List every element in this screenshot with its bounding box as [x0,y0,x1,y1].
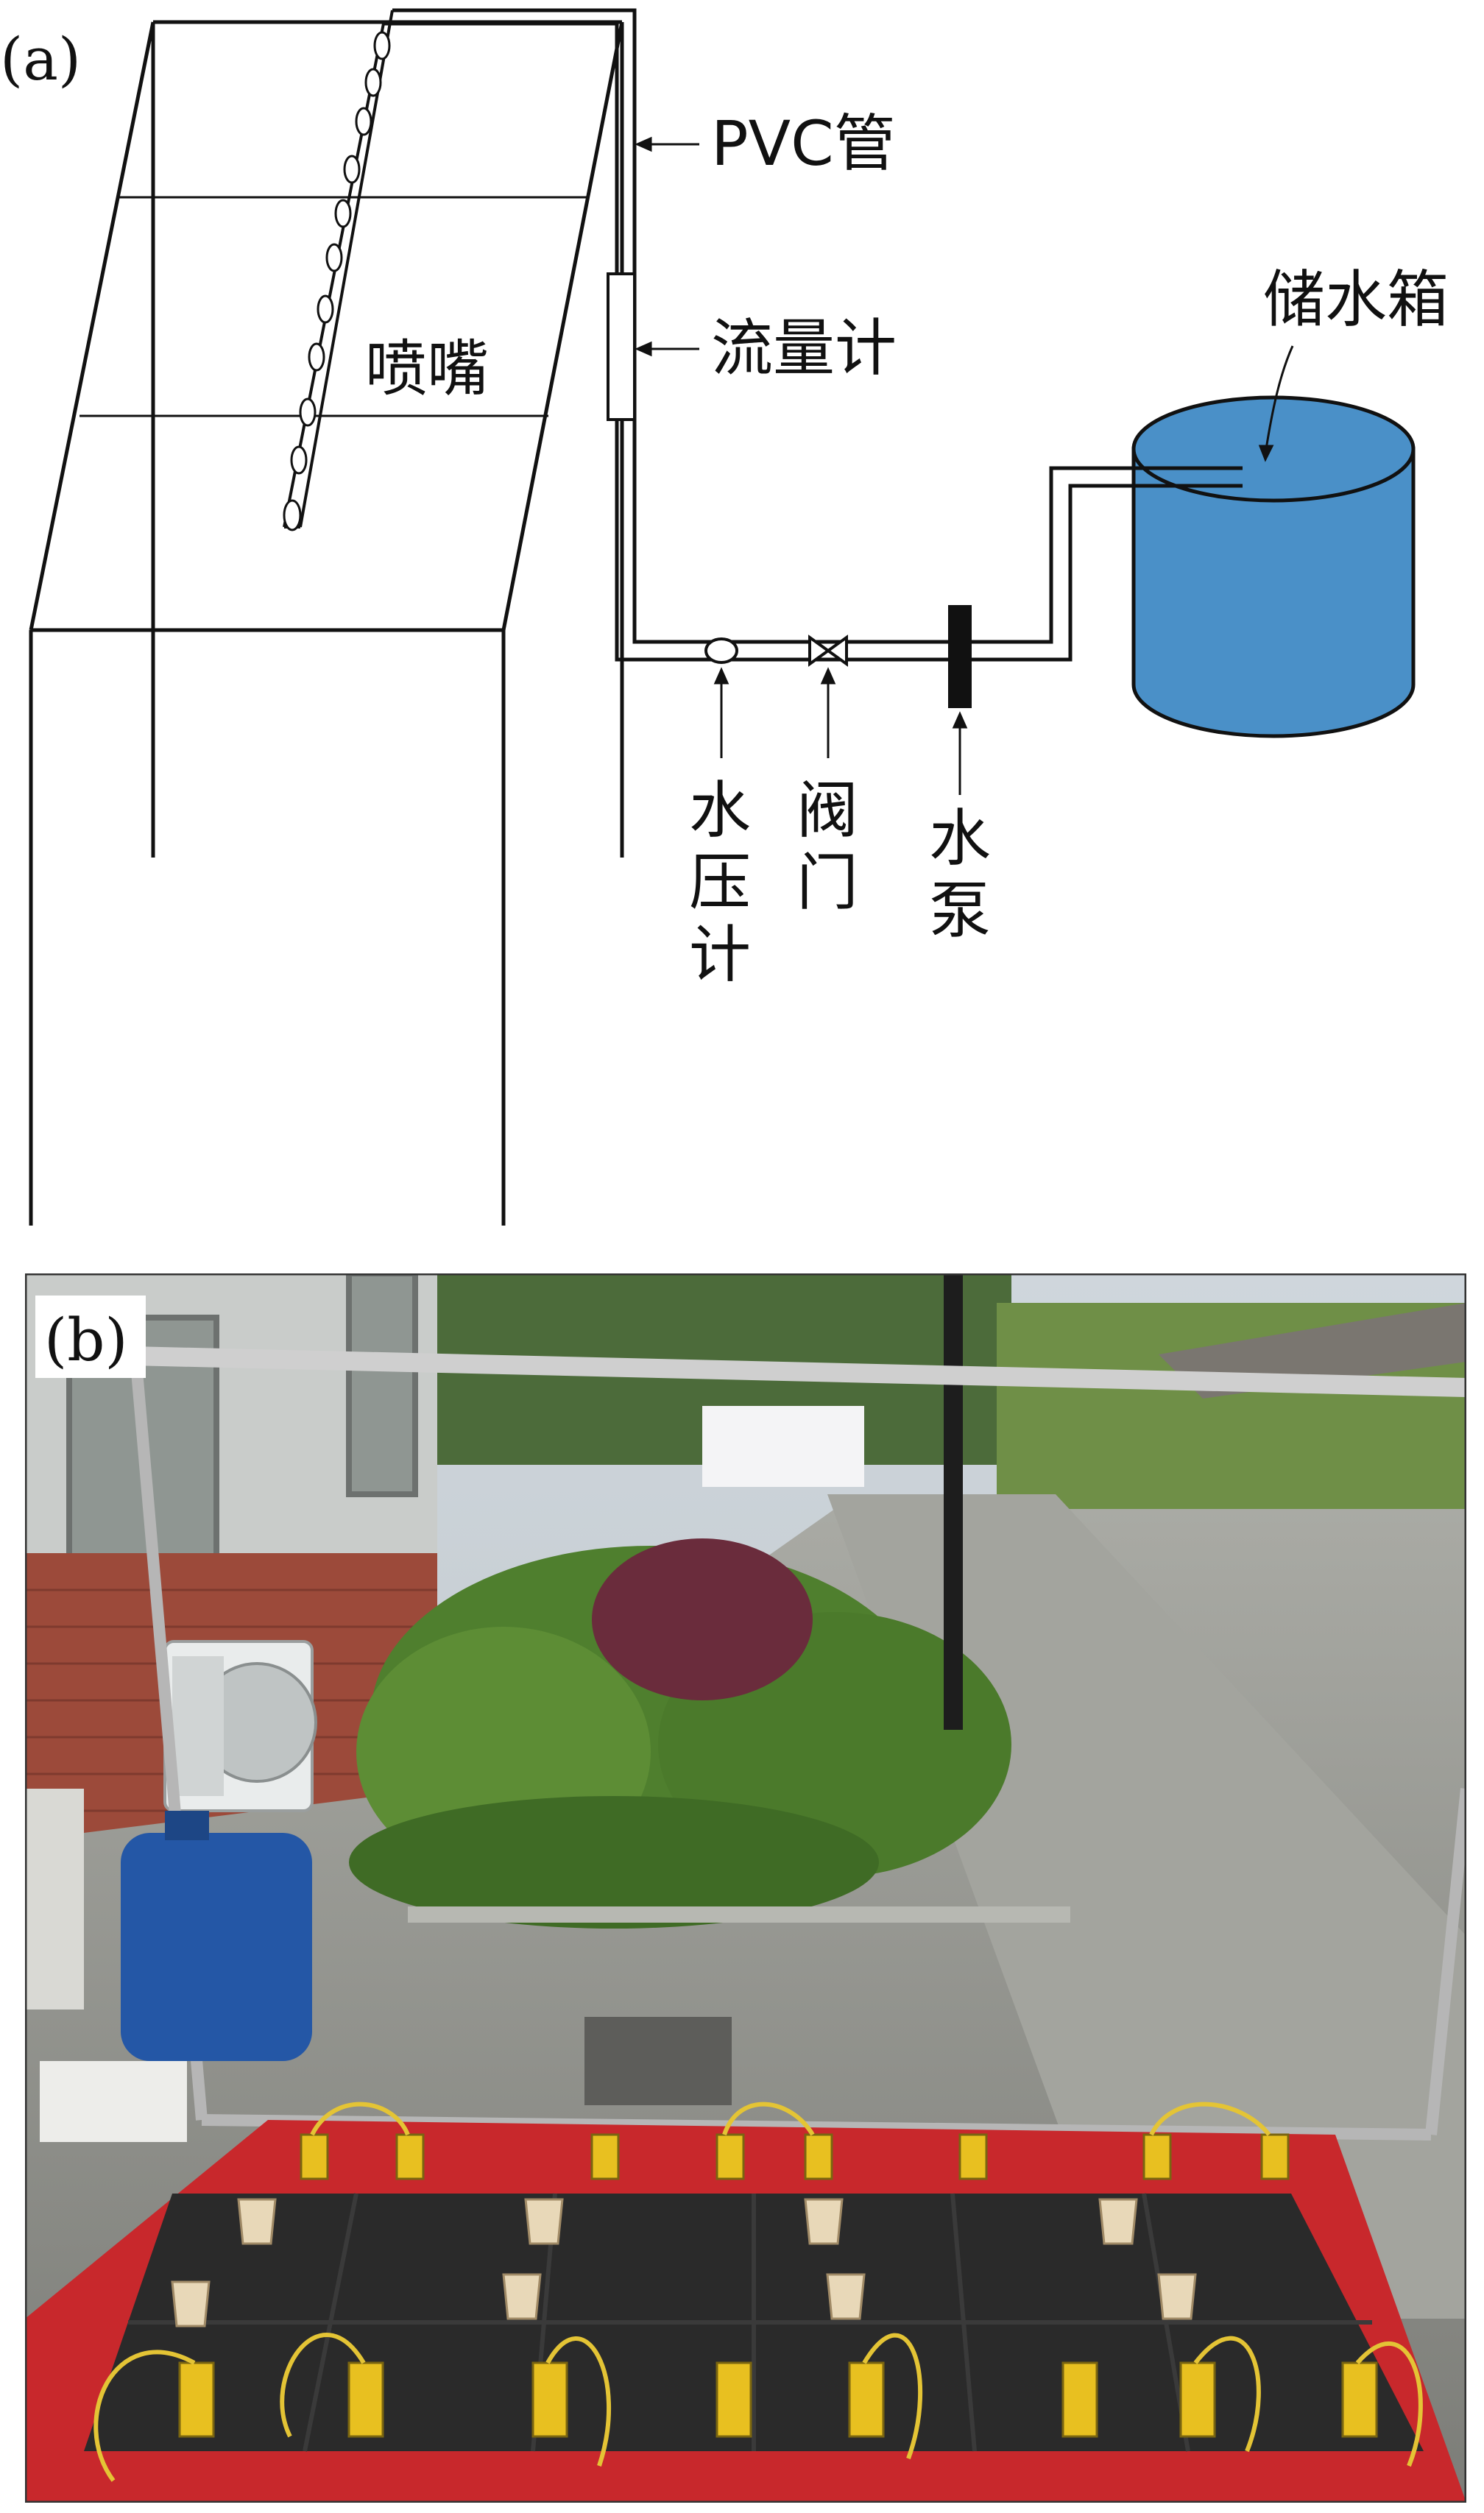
lamp-post [944,1273,963,1730]
water-pump [948,605,972,708]
nozzle-label: 喷嘴 [365,333,489,405]
steel-frame-rails [68,1345,1466,1397]
panel-b-label: (b) [44,1306,128,1374]
pump-label-2: 泵 [929,874,991,947]
cup [502,2273,542,2320]
nozzle-icon [373,31,391,60]
steel-frame [29,20,624,1226]
pvc-pipe-label: PVC管 [711,107,896,180]
valve-label-1: 阀 [796,774,858,846]
pressure-gauge-label-2: 压 [689,846,751,919]
collection-cups [171,2198,1197,2328]
panel-b-label-bg [35,1296,146,1378]
valve-label-2: 门 [796,846,858,919]
soil-sensor [716,2361,752,2438]
sensor-cables [93,2102,1423,2482]
water-tank-label: 储水箱 [1263,264,1449,336]
sensor-row-front [178,2361,1378,2438]
nozzle-icon [334,199,352,228]
curb [408,1906,1070,1923]
soil-sensor [395,2133,425,2180]
air-conditioner [163,1640,317,1812]
panel-a-label: (a) [0,25,81,93]
hedge [349,1538,1011,1929]
soil-sensor [1142,2133,1172,2180]
soil-sensor [178,2361,215,2438]
soil-sensor [1179,2361,1216,2438]
cup [826,2273,866,2320]
cup [237,2198,277,2245]
soil-sensor [531,2361,568,2438]
nozzle-icon [283,499,302,531]
nozzle-icon [290,445,308,475]
cup [1098,2198,1138,2245]
drain-grate [584,2017,732,2105]
nozzle-icon [325,243,343,272]
flow-meter [607,272,636,421]
soil-sensor [347,2361,384,2438]
blue-water-barrel [121,1811,312,2061]
cup [524,2198,564,2245]
white-pvc-pipe [25,1789,84,2010]
nozzles [283,31,391,531]
nozzle-icon [317,294,334,324]
pressure-gauge-label-3: 计 [689,919,751,991]
soil-sensor [590,2133,620,2180]
nozzle-icon [308,342,325,372]
cup [1157,2273,1197,2320]
pressure-gauge-label-1: 水 [689,774,751,846]
nozzle-icon [299,397,317,427]
soil-sensor [848,2361,885,2438]
soil-sensor [1341,2361,1378,2438]
pump-label-1: 水 [929,802,991,874]
nozzle-icon [364,68,382,97]
water-tank [1131,395,1416,738]
nozzle-icon [343,155,361,184]
flow-meter-label: 流量计 [711,312,897,384]
pressure-gauge [704,637,738,664]
soil-sensor [716,2133,745,2180]
soil-sensor [1260,2133,1290,2180]
paper-sign [702,1406,864,1487]
cup [804,2198,844,2245]
schematic-diagram: (a) [0,8,1449,1226]
soil-sensor [300,2133,329,2180]
soil-sensor [958,2133,988,2180]
label-arrows [635,136,1294,795]
sensor-row-back [300,2133,1290,2180]
valve-icon [808,635,848,667]
nozzle-icon [355,107,372,136]
window [346,1273,418,1497]
foam-box [40,2061,187,2142]
soil-sensor [804,2133,833,2180]
field-photo: (b) [25,1273,1466,2503]
cup [171,2280,211,2328]
soil-sensor [1061,2361,1098,2438]
photo-border [25,1273,1466,2503]
